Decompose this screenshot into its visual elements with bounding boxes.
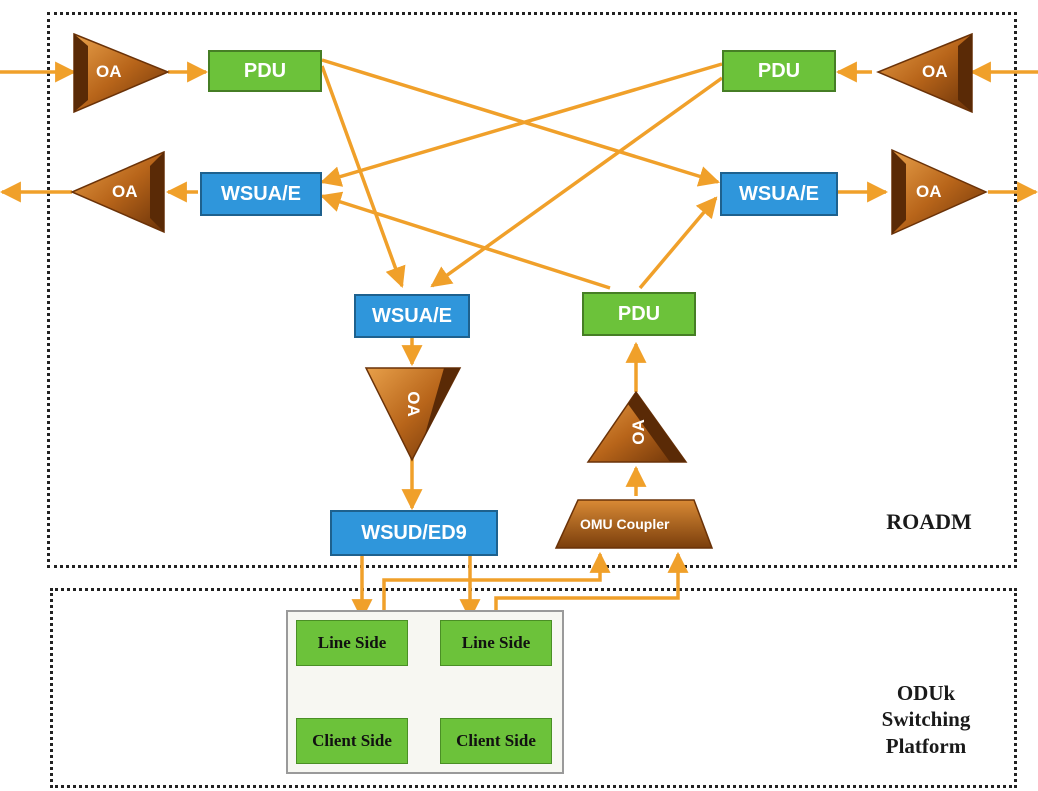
odu-switching-zone (50, 588, 1017, 788)
oa-amplifier-top-left (73, 32, 170, 114)
arrow-pdu-right-to-wsua-left (319, 62, 723, 187)
line-side-left: Line Side (296, 620, 408, 666)
arrow-line-side-right-to-omu (494, 551, 689, 618)
line-side-right: Line Side (440, 620, 552, 666)
pdu-bottom: PDU (582, 292, 696, 336)
oa-amplifier-top-right (876, 32, 973, 114)
arrow-pdu-bottom-to-wsua-left (319, 191, 611, 290)
arrow-pdu-left-to-wsua-right (321, 58, 721, 187)
oa-amplifier-mid-right (891, 148, 988, 236)
client-side-right: Client Side (440, 718, 552, 764)
wsua-left: WSUA/E (200, 172, 322, 216)
arrow-pdu-right-to-wsua-center (430, 76, 724, 288)
oa-amplifier-mid-left (70, 150, 165, 234)
pdu-top-right: PDU (722, 50, 836, 92)
oa-amplifier-center-up (586, 390, 688, 463)
wsud-ed9: WSUD/ED9 (330, 510, 498, 556)
oa-amplifier-center-down (364, 367, 462, 462)
oduk-label-line-1: ODUk (896, 681, 956, 705)
arrow-pdu-left-to-wsua-center (320, 65, 406, 288)
omu-coupler-shape (554, 499, 714, 549)
wsua-right: WSUA/E (720, 172, 838, 216)
client-side-left: Client Side (296, 718, 408, 764)
oduk-label-line-2: Switching (881, 707, 971, 732)
pdu-top-left: PDU (208, 50, 322, 92)
arrow-line-side-left-to-omu (382, 551, 611, 618)
roadm-zone (47, 12, 1017, 568)
oduk-label-line-3: Platform (885, 733, 967, 758)
arrow-pdu-bottom-to-wsua-right (638, 196, 718, 290)
wsua-center: WSUA/E (354, 294, 470, 338)
oduk-switching-platform-label: ODUk Switching Platform (856, 680, 996, 759)
roadm-label: ROADM (886, 509, 972, 534)
